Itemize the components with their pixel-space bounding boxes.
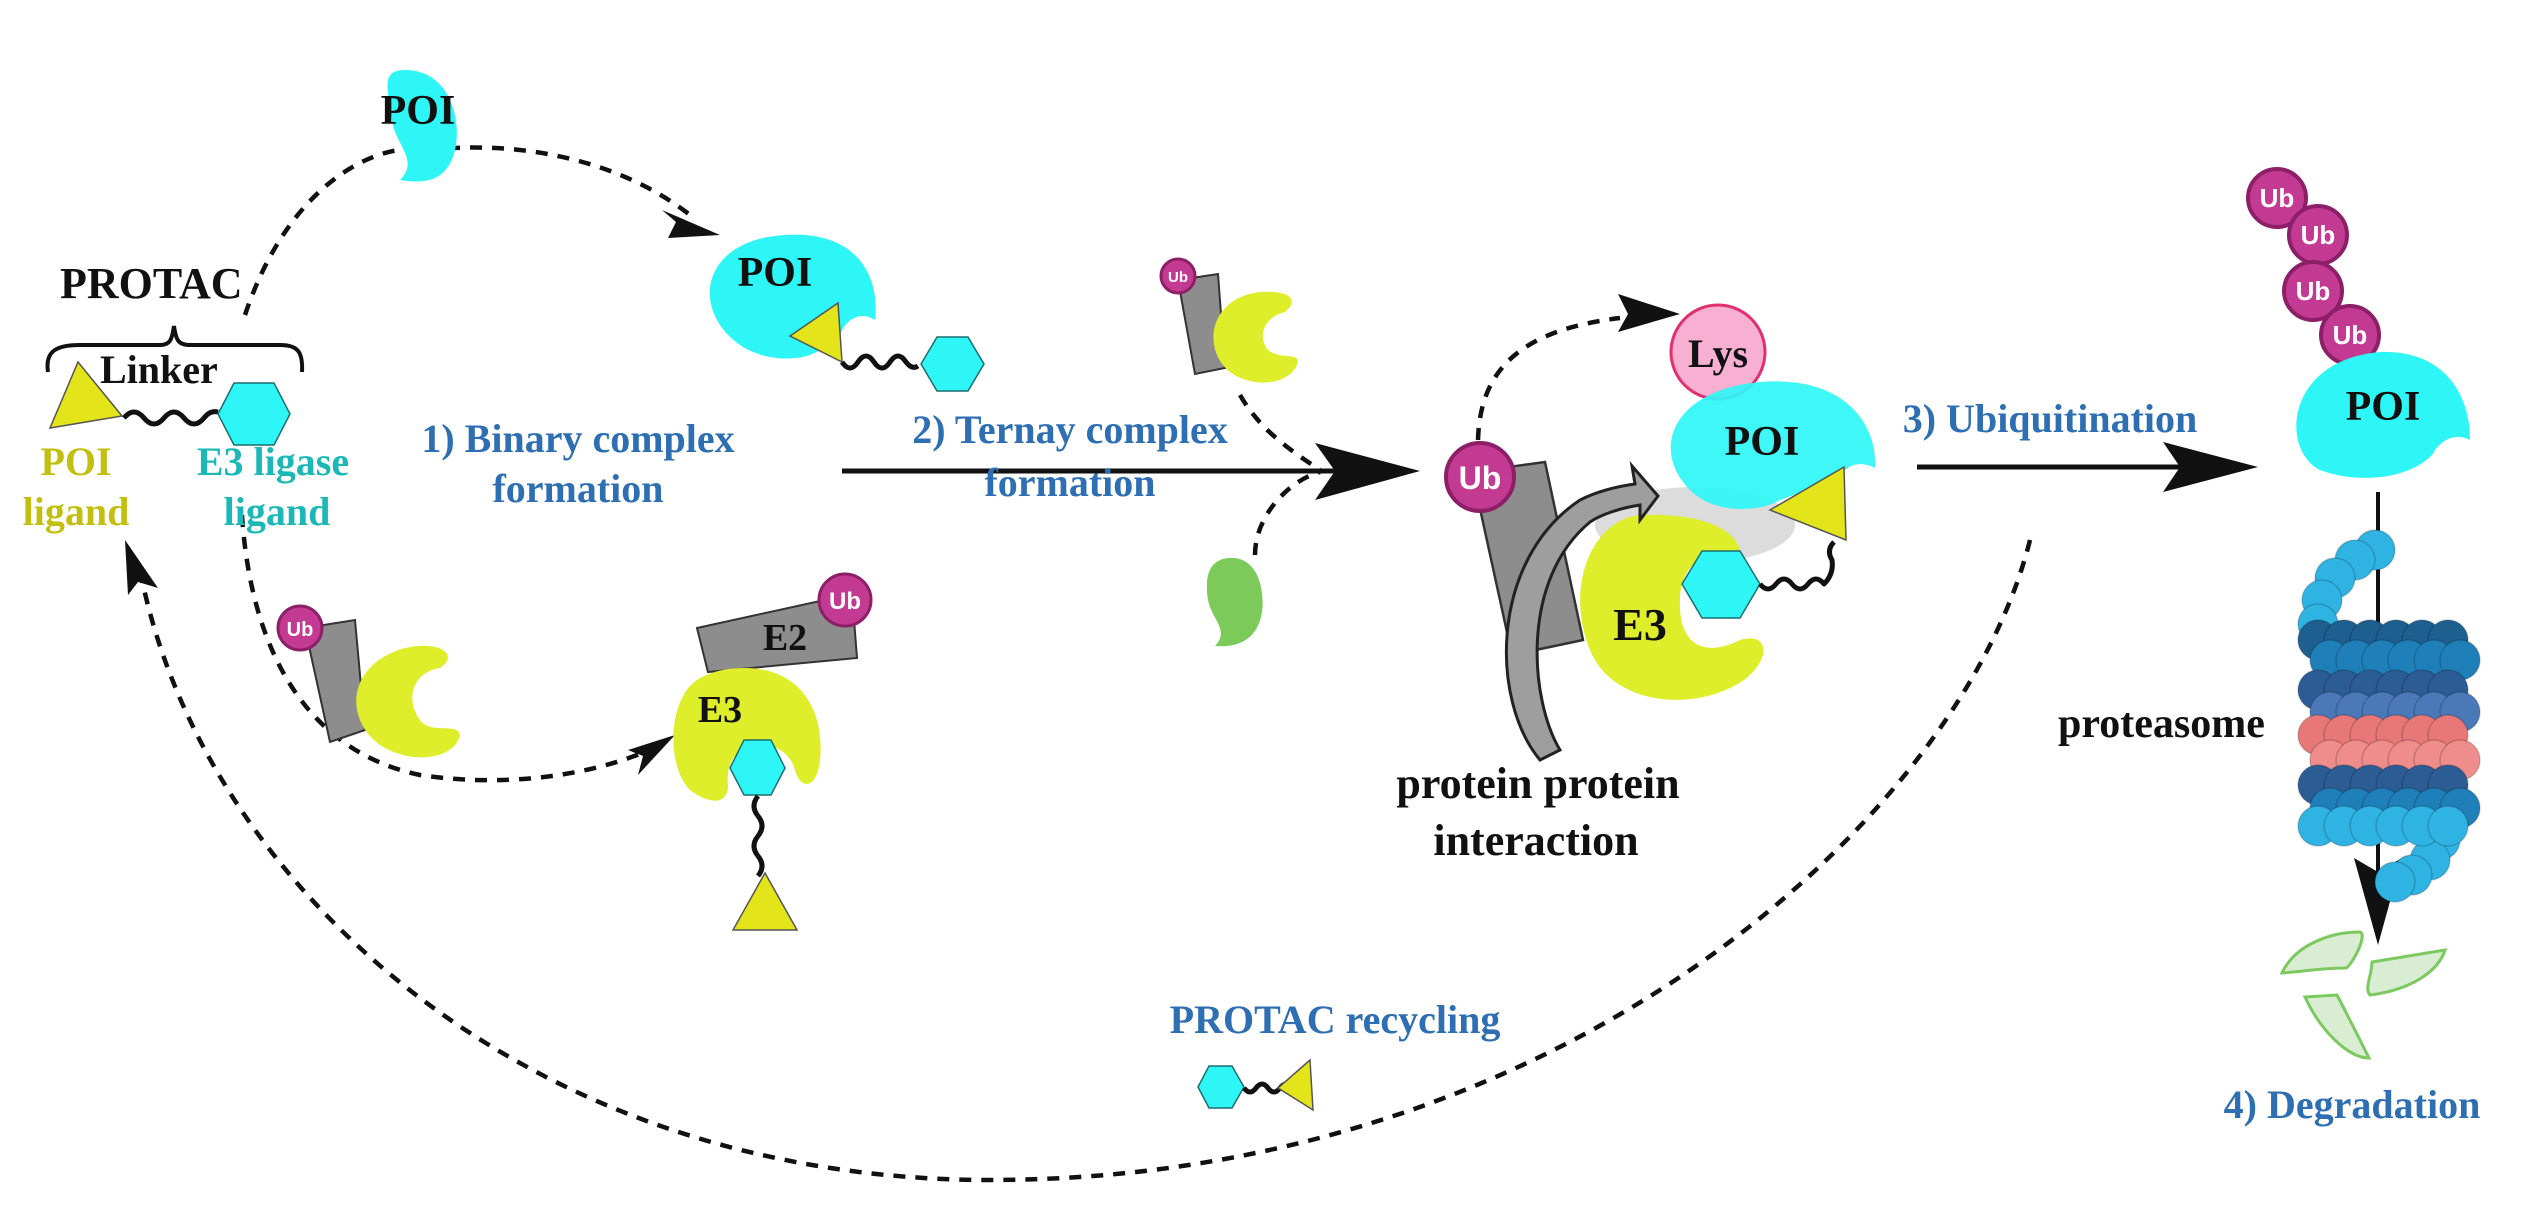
ppi-label-line2: interaction [1433, 816, 1638, 865]
ppi-label-line1: protein protein [1396, 759, 1679, 808]
green-protein-drop [1206, 557, 1263, 647]
step2-label-line1: 2) Ternay complex [912, 407, 1228, 452]
e3-label: E3 [698, 689, 742, 731]
arrowhead-ubiquitination [2163, 442, 2258, 492]
e2-box [695, 592, 859, 674]
arrowhead-poi-binding [662, 210, 720, 238]
fragment-1 [2279, 930, 2364, 975]
proteasome-label: proteasome [2058, 701, 2265, 747]
binary-complex-poi-protac: POI [709, 234, 985, 392]
linker-wave-binary [839, 353, 920, 371]
poi-ligand-triangle-icon [48, 360, 124, 429]
protac-recycling: PROTAC recycling [1170, 997, 1501, 1112]
ub-label-ternary-input: Ub [1168, 269, 1188, 286]
recycled-e3-ligand-hexagon-icon [1197, 1065, 1245, 1109]
e2-box-ternary-input [1176, 272, 1227, 376]
poi-ligand-triangle-e3-icon [731, 871, 799, 931]
poi-label-ubiquitinated: POI [2346, 384, 2421, 430]
poi-label-binary: POI [738, 250, 813, 296]
protac-title: PROTAC [60, 259, 243, 308]
lys-label: Lys [1688, 331, 1748, 376]
ub-label-free: Ub [287, 619, 314, 641]
arrowhead-ternary [1315, 443, 1420, 500]
arc-poi-to-ternary [1252, 469, 1321, 556]
e3-c-shape-ternary-input [1213, 291, 1298, 383]
e3-label-ternary: E3 [1613, 599, 1667, 650]
linker-wave-vertical [751, 794, 765, 878]
arc-protac-recycling [137, 539, 2033, 1183]
linker-wave-ternary [1758, 540, 1836, 592]
ub-chain-label: Ub [2333, 320, 2368, 350]
poi-ligand-ternary-triangle-icon [1768, 465, 1847, 542]
ub-circle-e2 [817, 572, 873, 628]
ub-label-e2: Ub [829, 588, 861, 615]
arc-protac-to-e3 [239, 514, 662, 783]
e3-ligand-label-line2: ligand [224, 489, 331, 534]
free-poi: POI [381, 70, 457, 182]
step1-label-line1: 1) Binary complex [421, 416, 734, 461]
ppi-curved-arrow [1504, 460, 1660, 762]
poi-drop-shape [387, 70, 457, 182]
e3-ligand-ternary-hexagon-icon [1681, 550, 1761, 619]
poi-pacman-ternary [1670, 381, 1876, 510]
arrowhead-recycling [125, 540, 158, 595]
poi-pacman-ubiquitinated [2296, 351, 2470, 478]
linker-label: Linker [100, 347, 218, 392]
proteasome-cap-bead [2374, 861, 2416, 903]
e3-ligand-label-line1: E3 ligase [197, 439, 349, 484]
ub-chain-circle [2282, 260, 2344, 322]
fragment-2 [2366, 948, 2448, 997]
e3-ligand-hexagon-e3-icon [729, 739, 786, 796]
e3-ligand-hexagon-binary-icon [920, 336, 985, 392]
poi-ligand-label-line2: ligand [23, 489, 130, 534]
e3-c-shape-ternary [1580, 514, 1764, 700]
arc-ub-to-lys [1475, 315, 1621, 441]
arrowhead-ub-transfer [1618, 294, 1680, 332]
step4-label: 4) Degradation [2224, 1082, 2481, 1127]
step-labels: 1) Binary complex formation 2) Ternay co… [421, 407, 1227, 511]
recycled-poi-ligand-triangle-icon [1276, 1058, 1314, 1112]
e3-c-shape-free [356, 645, 460, 758]
poi-ligand-label-line1: POI [40, 439, 111, 484]
step1-label-line2: formation [492, 466, 663, 511]
ub-circle-ternary [1444, 441, 1516, 513]
step2-label-line2: formation [984, 460, 1155, 505]
ub-circle-ternary-input [1159, 257, 1197, 295]
poi-ligand-bound-triangle-icon [788, 301, 843, 364]
e2-label: E2 [763, 617, 807, 659]
linker-wave [122, 409, 219, 427]
free-e2-e3: Ub [276, 604, 460, 758]
linker-brace [45, 325, 305, 373]
arrowhead-e3-binding [628, 735, 675, 775]
binary-complex-e3-protac: E2 Ub E3 [673, 572, 873, 931]
e3-c-shape [673, 668, 821, 801]
recycling-label: PROTAC recycling [1170, 997, 1501, 1042]
e3-ligand-hexagon-icon [217, 382, 291, 446]
arc-e3-to-ternary [1238, 393, 1322, 472]
ub-label-ternary: Ub [1459, 460, 1502, 496]
step3-label: 3) Ubiquitination [1903, 396, 2198, 441]
poi-label-ternary: POI [1725, 419, 1800, 465]
ub-chain-label: Ub [2301, 220, 2336, 250]
arc-protac-to-poi [242, 145, 692, 316]
ub-chain-label: Ub [2260, 183, 2295, 213]
ub-chain-label: Ub [2296, 276, 2331, 306]
poi-label-free: POI [381, 88, 456, 134]
proteasome-bead [2427, 805, 2469, 847]
fragment-3 [2302, 993, 2372, 1060]
ub-chain-circle [2246, 167, 2308, 229]
ternary-complex: Ub E3 Lys POI protein protein interactio… [1396, 303, 1876, 865]
protac-molecule: PROTAC Linker POI ligand E3 ligase ligan… [23, 259, 349, 534]
peptide-fragments [2279, 930, 2448, 1060]
proteasome [2297, 529, 2481, 903]
e2-box-free [303, 618, 367, 744]
ub-circle-free [276, 604, 324, 652]
ternary-inputs: Ub [1159, 257, 1298, 647]
